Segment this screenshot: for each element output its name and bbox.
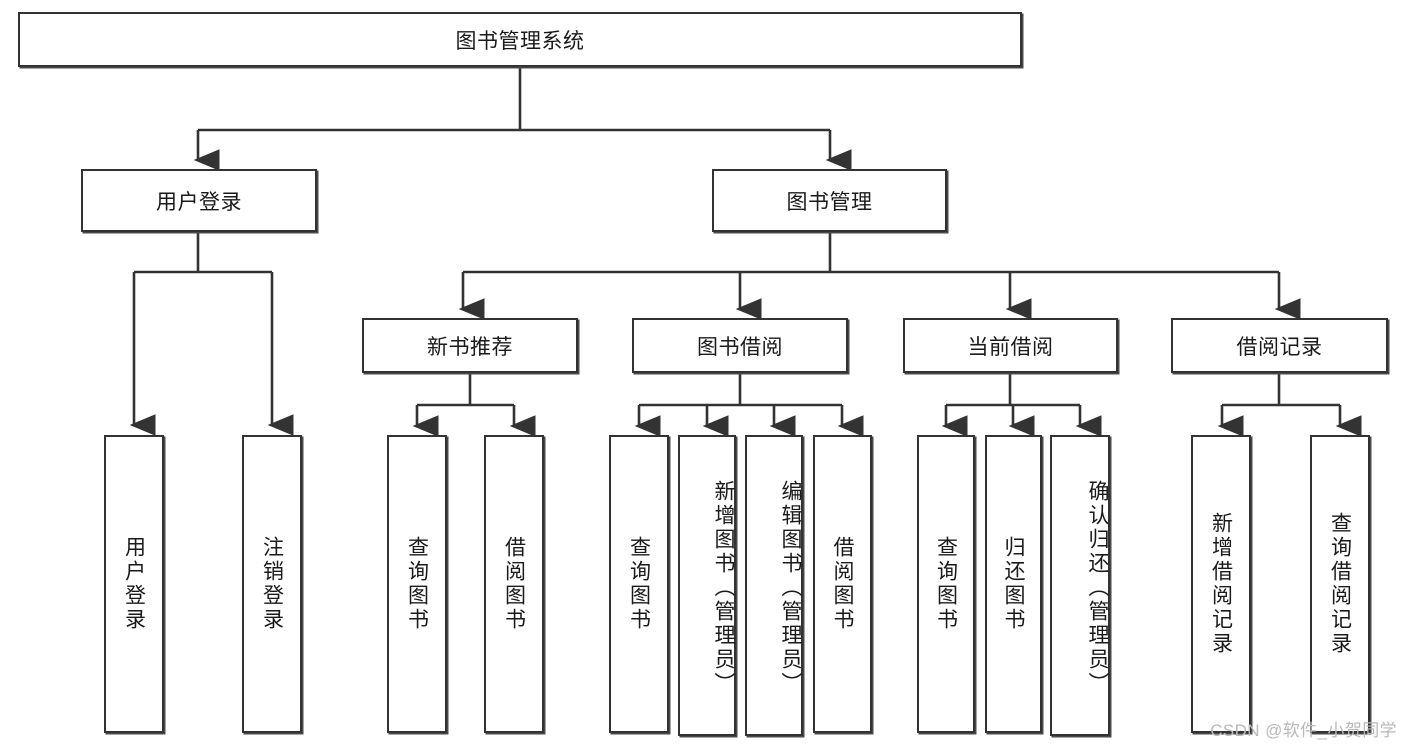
node-leaf-query-record[interactable]: 查询借阅记录 [1310, 435, 1370, 733]
node-book-borrow[interactable]: 图书借阅 [632, 318, 848, 373]
node-user-login[interactable]: 用户登录 [81, 169, 317, 232]
node-leaf-query-book-3[interactable]: 查询图书 [917, 435, 975, 733]
node-root-title[interactable]: 图书管理系统 [18, 12, 1022, 67]
node-leaf-query-book-2[interactable]: 查询图书 [609, 435, 669, 733]
node-leaf-add-book[interactable]: 新增图书（管理员） [678, 435, 736, 736]
node-leaf-add-record[interactable]: 新增借阅记录 [1191, 435, 1251, 733]
node-label: 用户登录 [156, 190, 242, 214]
node-label: 编辑图书（管理员） [779, 479, 802, 696]
node-label: 查询图书 [405, 536, 429, 632]
node-leaf-borrow-book-2[interactable]: 借阅图书 [813, 435, 872, 733]
node-label: 查询图书 [627, 536, 651, 632]
node-label: 查询借阅记录 [1328, 512, 1352, 656]
node-label: 新增图书（管理员） [712, 479, 735, 696]
node-leaf-query-book-1[interactable]: 查询图书 [387, 435, 447, 733]
node-new-book-recommend[interactable]: 新书推荐 [362, 318, 578, 373]
node-book-management[interactable]: 图书管理 [712, 169, 947, 232]
node-label: 借阅记录 [1236, 335, 1323, 359]
node-label: 用户登录 [122, 536, 146, 632]
node-label: 新书推荐 [427, 335, 513, 359]
node-current-borrow[interactable]: 当前借阅 [903, 318, 1118, 373]
node-label: 查询图书 [934, 536, 958, 632]
node-leaf-edit-book[interactable]: 编辑图书（管理员） [745, 435, 803, 736]
watermark-text: CSDN @软件_小贺同学 [1210, 721, 1397, 740]
node-label: 归还图书 [1002, 536, 1025, 632]
node-label: 图书管理系统 [455, 29, 585, 53]
node-label: 图书管理 [786, 190, 873, 214]
node-label: 当前借阅 [967, 335, 1054, 359]
node-leaf-return-book[interactable]: 归还图书 [985, 435, 1042, 733]
node-label: 新增借阅记录 [1209, 512, 1233, 656]
node-label: 借阅图书 [831, 536, 854, 632]
node-borrow-record[interactable]: 借阅记录 [1171, 318, 1388, 373]
node-label: 借阅图书 [502, 536, 526, 632]
node-leaf-user-login[interactable]: 用户登录 [104, 435, 164, 733]
node-label: 图书借阅 [697, 335, 783, 359]
node-leaf-borrow-book-1[interactable]: 借阅图书 [484, 435, 544, 733]
node-leaf-confirm-return[interactable]: 确认归还（管理员） [1050, 435, 1110, 736]
node-label: 确认归还（管理员） [1086, 479, 1109, 696]
node-leaf-logout-login[interactable]: 注销登录 [242, 435, 302, 733]
node-label: 注销登录 [260, 536, 284, 632]
